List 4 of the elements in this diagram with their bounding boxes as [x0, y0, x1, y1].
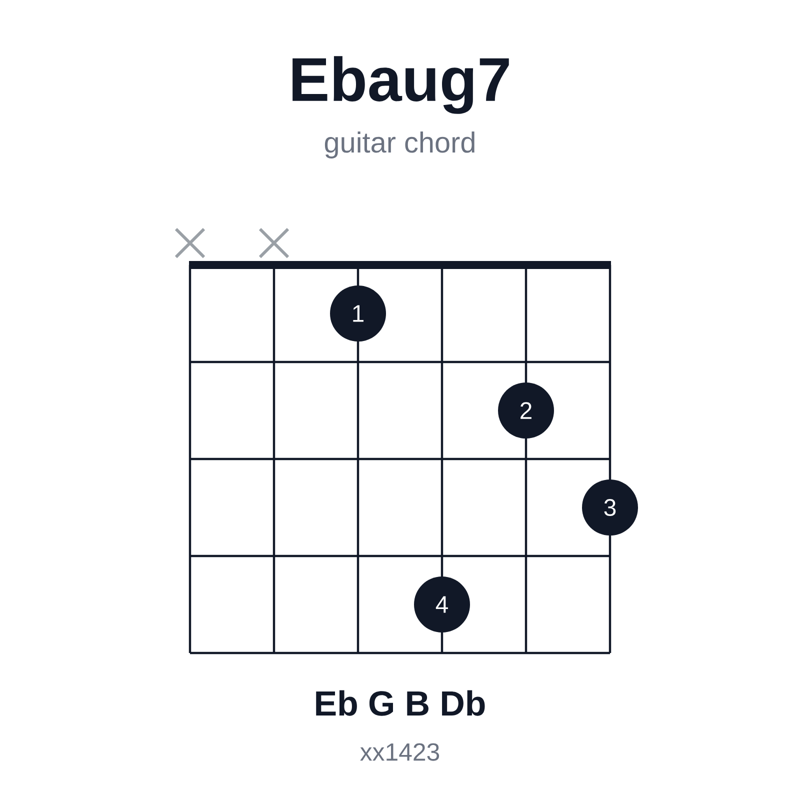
- chord-title: Ebaug7: [292, 56, 509, 114]
- chord-notes: Eb G B Db: [316, 690, 485, 716]
- chord-subtitle: guitar chord: [324, 132, 474, 158]
- fingering-code: xx1423: [360, 743, 440, 761]
